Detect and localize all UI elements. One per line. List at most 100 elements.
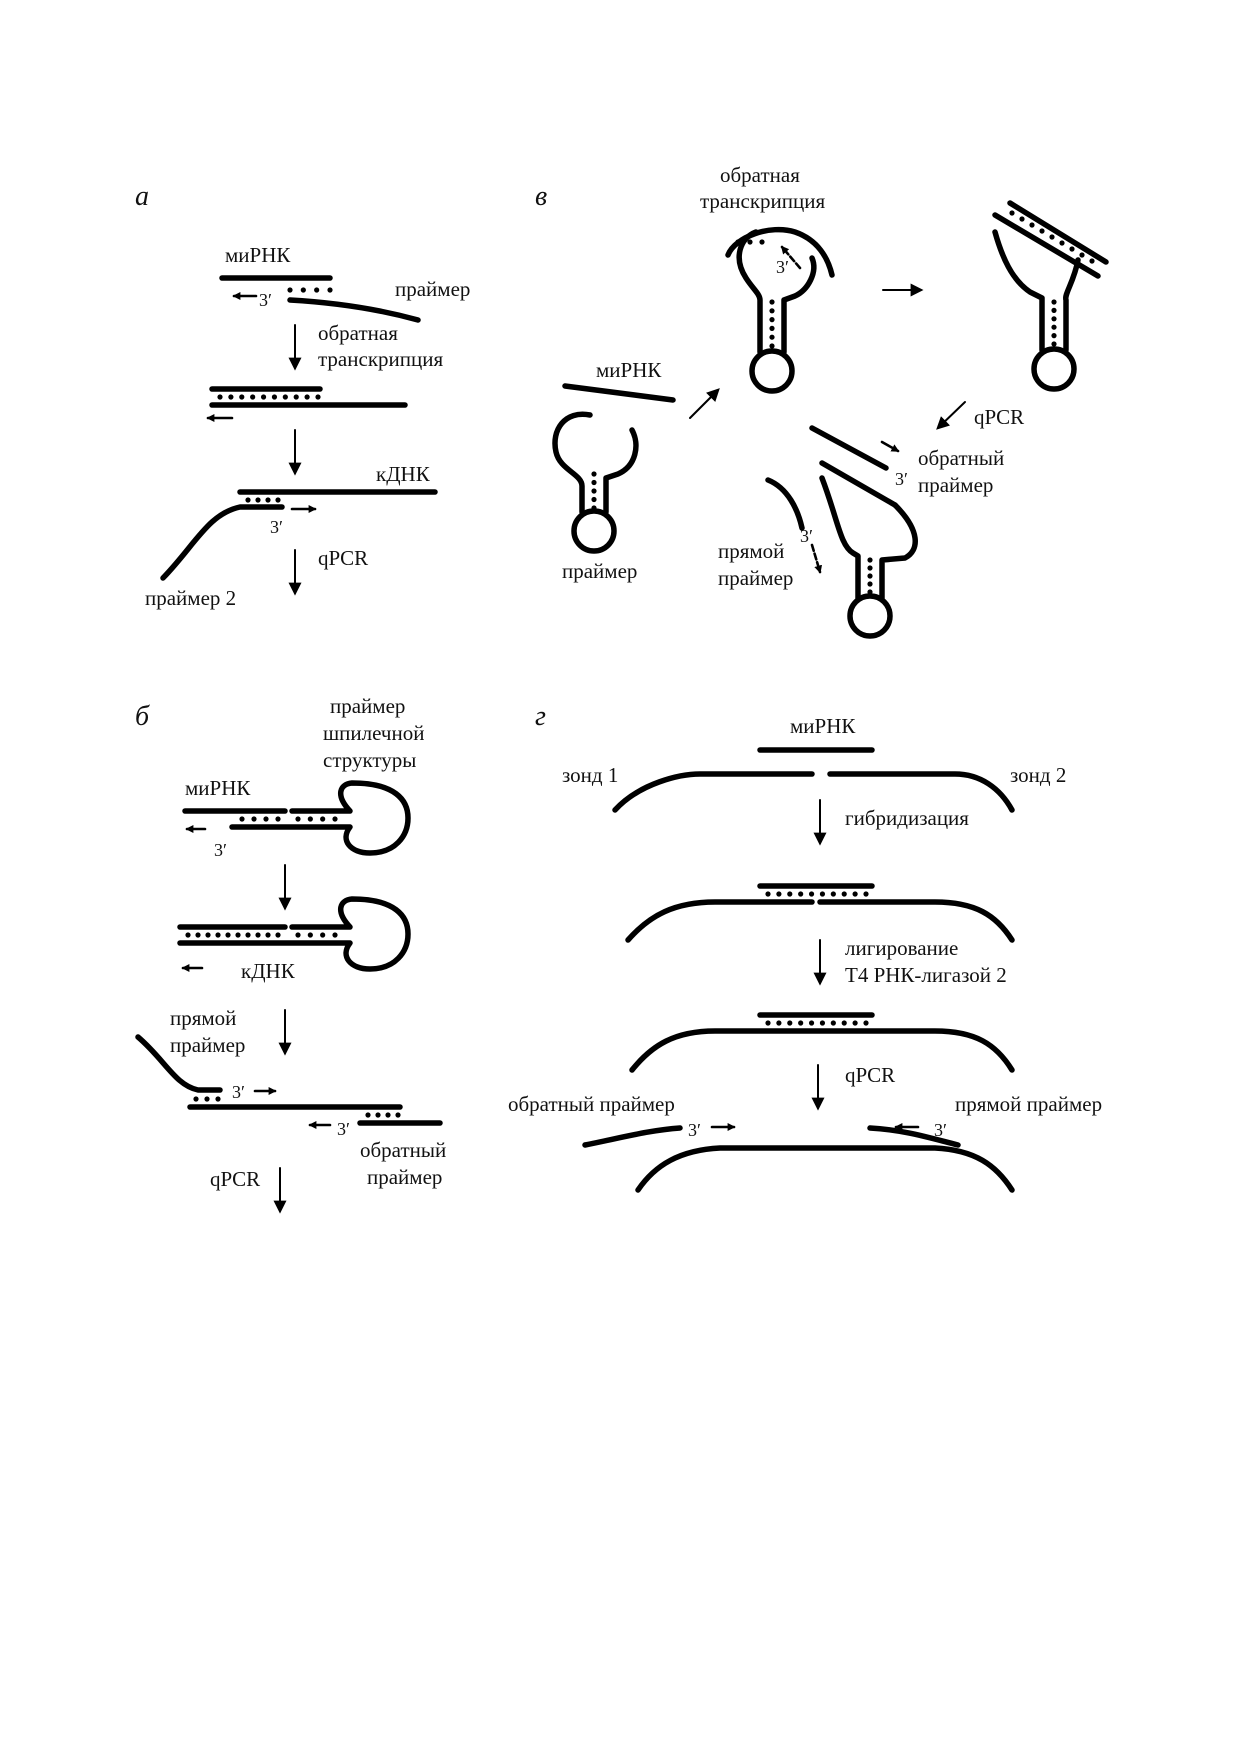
base-pair-dot xyxy=(217,394,223,400)
three-prime-label: 3′ xyxy=(337,1119,350,1139)
rt-label-2: транскрипция xyxy=(318,347,443,371)
rt-primer-strand xyxy=(287,297,421,323)
three-prime-label: 3′ xyxy=(800,526,813,546)
base-pair-dot xyxy=(798,1020,804,1026)
base-pair-dot xyxy=(245,497,251,503)
base-pair-dot xyxy=(300,287,306,293)
base-pair-dots xyxy=(239,816,281,822)
step-arrow xyxy=(689,388,720,419)
forward-primer-strand xyxy=(135,1034,223,1093)
ligation-label-2: Т4 РНК-лигазой 2 xyxy=(845,963,1007,987)
base-pair-dot xyxy=(867,581,873,587)
base-pair-dot xyxy=(769,334,775,340)
base-pair-dot xyxy=(195,932,201,938)
base-pair-dot xyxy=(250,394,256,400)
base-pair-dot xyxy=(365,1112,371,1118)
panel-g: г миРНК зонд 1 зонд 2 гибридизация лигир… xyxy=(508,701,1102,1193)
base-pair-dot xyxy=(235,932,241,938)
base-pair-dot xyxy=(320,932,326,938)
hairpin-primer-label-2: шпилечной xyxy=(323,721,424,745)
ligated-probe-strand xyxy=(629,1028,1015,1073)
base-pair-dot xyxy=(215,1096,221,1102)
base-pair-dot xyxy=(315,394,321,400)
base-pair-dot xyxy=(1051,316,1057,322)
rt-label-1: обратная xyxy=(318,321,398,345)
base-pair-dot xyxy=(1051,299,1057,305)
base-pair-dot xyxy=(332,932,338,938)
panel-letter-a: а xyxy=(135,181,149,212)
hairpin-primer-label-1: праймер xyxy=(330,694,405,718)
three-prime-label: 3′ xyxy=(688,1120,701,1140)
base-pair-dot xyxy=(591,479,597,486)
base-pair-dot xyxy=(275,497,281,503)
base-pair-dot xyxy=(275,816,281,822)
base-pair-dot xyxy=(867,565,873,571)
base-pair-dots xyxy=(769,299,775,349)
panel-a: а миРНК праймер 3′ обратная транскрипция… xyxy=(135,181,470,610)
base-pair-dot xyxy=(385,1112,391,1118)
mirna-label: миРНК xyxy=(185,776,251,800)
forward-primer-label-1: прямой xyxy=(170,1006,236,1030)
base-pair-dots xyxy=(867,557,873,595)
base-pair-dot xyxy=(304,394,310,400)
base-pair-dot xyxy=(841,891,847,897)
primer-loop xyxy=(749,348,795,394)
ligated-probe-strand xyxy=(635,1145,1015,1193)
cdna-strand xyxy=(879,502,918,601)
base-pair-dot xyxy=(759,239,765,245)
base-pair-dot xyxy=(282,394,288,400)
base-pair-dots xyxy=(295,932,338,938)
base-pair-dot xyxy=(251,816,257,822)
three-prime-label: 3′ xyxy=(934,1120,947,1140)
probe-1-strand xyxy=(625,899,815,943)
forward-primer-strand xyxy=(765,477,805,531)
base-pair-dot xyxy=(769,325,775,331)
rt-label-1: обратная xyxy=(720,163,800,187)
reverse-primer-label: обратный праймер xyxy=(508,1092,675,1116)
mirna-label: миРНК xyxy=(596,358,662,382)
base-pair-dot xyxy=(769,308,775,314)
base-pair-dot xyxy=(1051,307,1057,313)
stem-loop-primer xyxy=(781,255,817,355)
stem-loop-primer xyxy=(736,229,763,355)
base-pair-dot xyxy=(765,891,771,897)
base-pair-dot xyxy=(747,239,753,245)
mirna-strand xyxy=(1007,200,1109,265)
qpcr-label: qPCR xyxy=(318,546,368,570)
base-pair-dots xyxy=(735,239,765,245)
primer-label: праймер xyxy=(562,559,637,583)
cdna-strand xyxy=(819,475,861,601)
primer-label: праймер xyxy=(395,277,470,301)
cdna-label: кДНК xyxy=(376,462,431,486)
base-pair-dot xyxy=(808,1020,815,1026)
probe-2-label: зонд 2 xyxy=(1010,763,1066,787)
hybridization-label: гибридизация xyxy=(845,806,969,830)
primer-loop xyxy=(571,508,617,554)
stem-loop-primer xyxy=(603,427,639,515)
step-arrow xyxy=(936,401,966,430)
base-pair-dot xyxy=(819,891,826,897)
forward-primer-label-2: праймер xyxy=(718,566,793,590)
base-pair-dots xyxy=(1051,299,1057,347)
base-pair-dot xyxy=(1051,324,1057,330)
forward-primer-label: прямой праймер xyxy=(955,1092,1102,1116)
probe-1-label: зонд 1 xyxy=(562,763,618,787)
base-pair-dot xyxy=(228,394,234,400)
base-pair-dot xyxy=(265,497,271,503)
base-pair-dot xyxy=(591,471,597,477)
base-pair-dot xyxy=(245,932,251,938)
base-pair-dot xyxy=(776,1020,782,1026)
base-pair-dots xyxy=(295,816,338,822)
base-pair-dot xyxy=(375,1112,381,1118)
base-pair-dot xyxy=(591,488,597,494)
base-pair-dot xyxy=(591,505,597,511)
primer-loop xyxy=(1031,346,1077,392)
base-pair-dot xyxy=(263,816,269,822)
base-pair-dot xyxy=(193,1096,199,1102)
base-pair-dot xyxy=(314,287,320,293)
base-pair-dot xyxy=(295,932,301,938)
mirna-strand xyxy=(562,383,676,403)
base-pair-dot xyxy=(185,932,191,938)
base-pair-dot xyxy=(307,816,313,822)
base-pair-dot xyxy=(769,343,775,349)
